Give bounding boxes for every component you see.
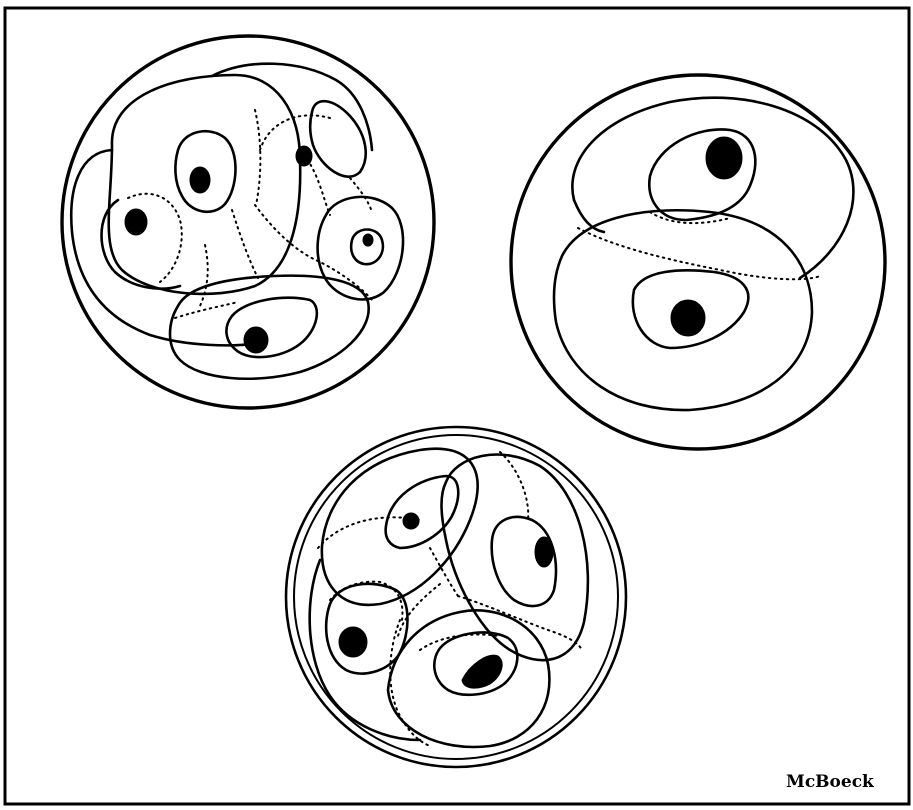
nucleus <box>706 137 742 179</box>
hidden-outline <box>398 584 440 636</box>
artist-signature: McBoeck <box>786 772 875 792</box>
nucleus <box>244 327 268 353</box>
nucleus <box>535 537 553 567</box>
nucleus-ring <box>649 129 755 220</box>
cell-outline <box>170 276 369 379</box>
figure-frame <box>5 8 909 804</box>
hidden-outline <box>128 194 182 282</box>
nucleus-ring <box>386 476 459 548</box>
hidden-outline <box>350 178 372 212</box>
nucleus-ring <box>226 298 316 357</box>
nucleus <box>190 167 210 193</box>
nucleus <box>296 146 312 166</box>
hidden-outline <box>500 452 528 520</box>
capsule-bottom <box>286 427 626 767</box>
nucleus <box>403 513 419 529</box>
hidden-outline <box>255 110 260 205</box>
cell-outline <box>572 98 853 278</box>
hidden-outline <box>200 245 208 306</box>
cell-outline <box>442 455 588 661</box>
capsule-top-right <box>511 75 885 449</box>
cell-outline <box>310 101 365 177</box>
cell-outline <box>212 64 372 150</box>
nucleus <box>339 627 367 657</box>
nucleus <box>671 300 705 336</box>
cell-outline <box>322 449 478 605</box>
nucleus <box>125 209 147 235</box>
capsule-top-left <box>62 36 434 408</box>
capsule-bottom-wall <box>286 427 626 767</box>
hidden-outline <box>232 210 258 278</box>
capsule-top-left-wall <box>62 36 434 408</box>
hidden-outline <box>175 302 238 318</box>
nucleus <box>462 655 502 688</box>
nucleus <box>363 234 373 246</box>
cell-outline <box>318 197 403 300</box>
capsule-top-right-wall <box>511 75 885 449</box>
